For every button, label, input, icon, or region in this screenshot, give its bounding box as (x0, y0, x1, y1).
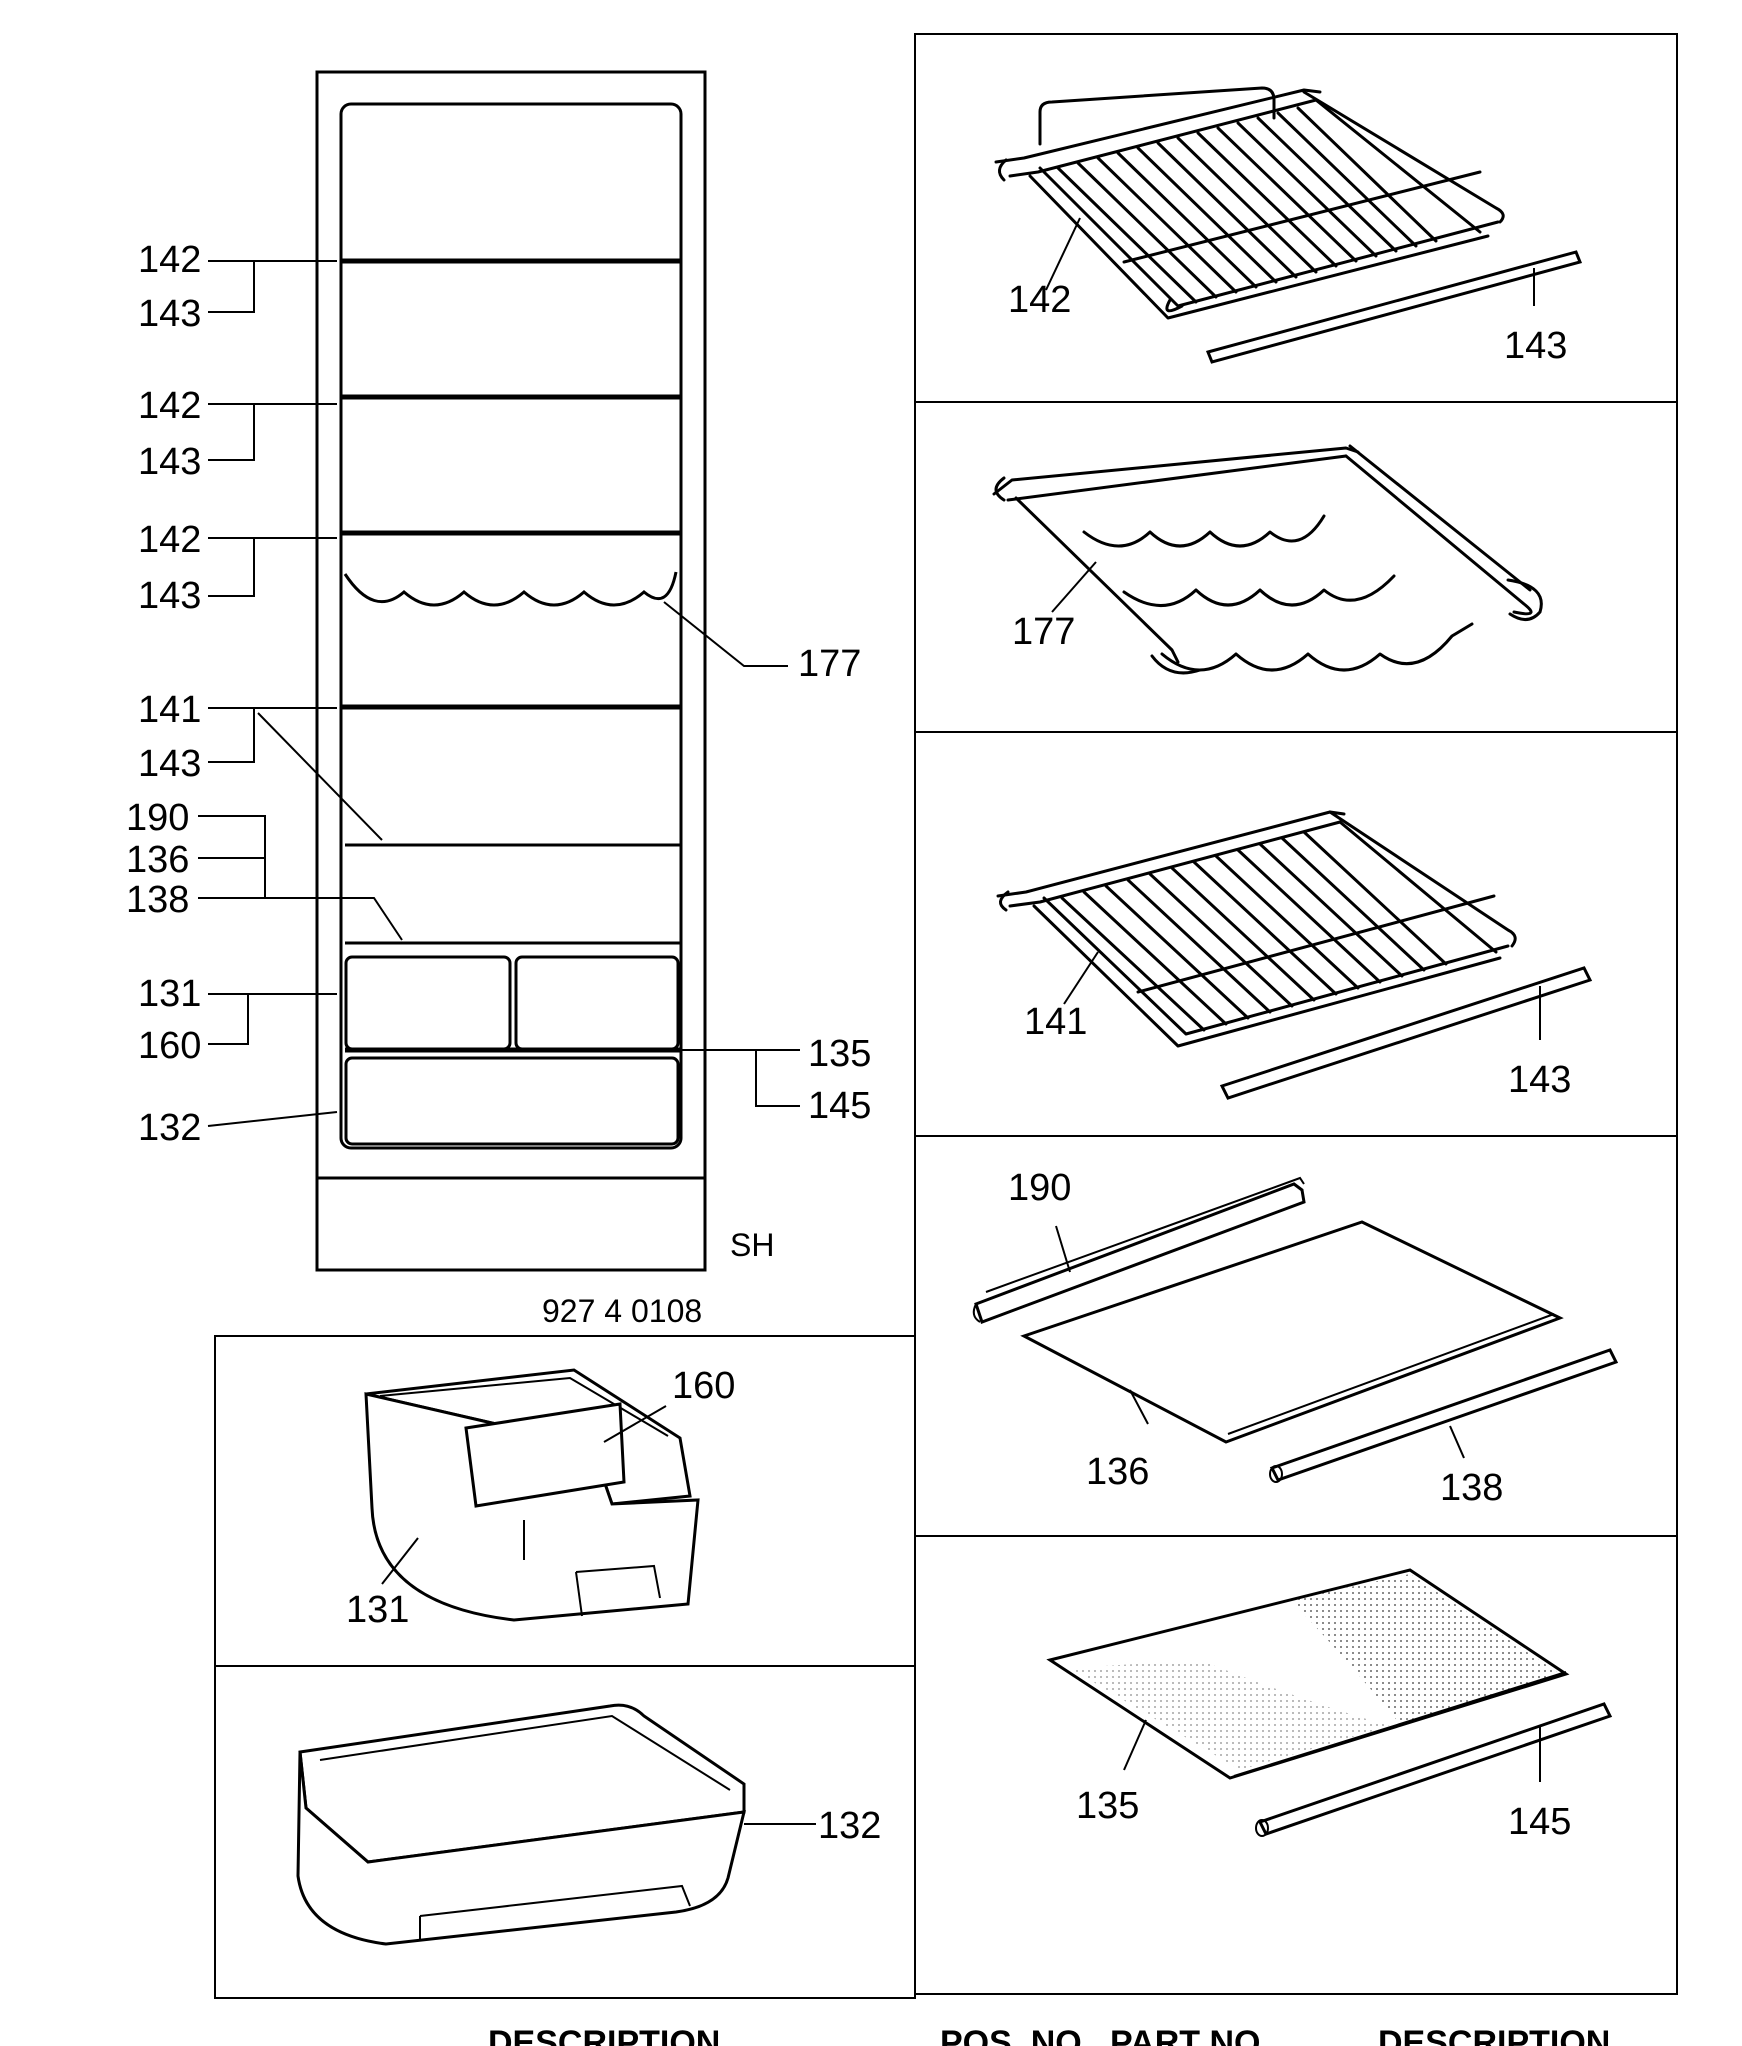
part-135: 135 (1076, 1785, 1139, 1827)
panel-glass-shelf-135: 135 145 (1046, 1568, 1613, 1843)
panel-wire-shelf-141: 141 143 (996, 810, 1593, 1101)
header-pos-no: POS. NO. (940, 2024, 1091, 2046)
header-part-no: PART NO. (1110, 2024, 1270, 2046)
panel-glass-shelf-190: 190 136 138 (972, 1167, 1619, 1509)
part-138: 138 (1440, 1467, 1503, 1509)
callout-142: 142 (138, 239, 201, 281)
drawer-bottom (344, 1056, 680, 1146)
part-131: 131 (346, 1589, 409, 1631)
panel-wine-rack-177: 177 (992, 444, 1543, 675)
callout-177: 177 (798, 643, 861, 685)
callout-143: 143 (138, 575, 201, 617)
callout-138: 138 (126, 879, 189, 921)
callout-190: 190 (126, 797, 189, 839)
callout-135: 135 (808, 1033, 871, 1075)
part-190: 190 (1008, 1167, 1071, 1209)
callout-142: 142 (138, 519, 201, 561)
model-number: 927 4 0108 (542, 1293, 702, 1329)
callout-141: 141 (138, 689, 201, 731)
callout-136: 136 (126, 839, 189, 881)
part-177: 177 (1012, 611, 1075, 653)
wire-bars (1060, 830, 1448, 1032)
cabinet-callouts-right: 177 135 145 SH 927 4 0108 (542, 601, 871, 1329)
part-136: 136 (1086, 1451, 1149, 1493)
callout-142: 142 (138, 385, 201, 427)
parts-table-header: DESCRIPTION POS. NO. PART NO. DESCRIPTIO… (488, 2024, 1610, 2046)
panel-wire-shelf-142: 142 143 (994, 86, 1583, 367)
callout-131: 131 (138, 973, 201, 1015)
callout-132: 132 (138, 1107, 201, 1149)
part-160: 160 (672, 1365, 735, 1407)
right-panel-frames (914, 33, 1678, 1995)
panel-drawer-132: 132 (296, 1703, 881, 1946)
callout-143: 143 (138, 293, 201, 335)
part-145: 145 (1508, 1801, 1571, 1843)
wire-bars (1056, 106, 1438, 304)
callout-160: 160 (138, 1025, 201, 1067)
callout-145: 145 (808, 1085, 871, 1127)
part-143: 143 (1508, 1059, 1571, 1101)
drawer-left (344, 955, 512, 1051)
callout-143: 143 (138, 441, 201, 483)
drawer-right (514, 955, 680, 1051)
header-description-left: DESCRIPTION (488, 2024, 720, 2046)
part-141: 141 (1024, 1001, 1087, 1043)
refrigerator-cabinet (315, 70, 707, 1272)
callout-143: 143 (138, 743, 201, 785)
bottom-left-frames (214, 1335, 916, 1999)
part-142: 142 (1008, 279, 1071, 321)
part-143: 143 (1504, 325, 1567, 367)
wine-rack-wave (343, 571, 678, 607)
cabinet-callouts-left: 142 143 142 143 142 143 141 143 190 136 … (126, 239, 403, 1149)
header-description-right: DESCRIPTION (1378, 2024, 1610, 2046)
panel-drawer-131: 160 131 (346, 1365, 735, 1631)
part-132: 132 (818, 1805, 881, 1847)
model-code: SH (730, 1227, 774, 1263)
